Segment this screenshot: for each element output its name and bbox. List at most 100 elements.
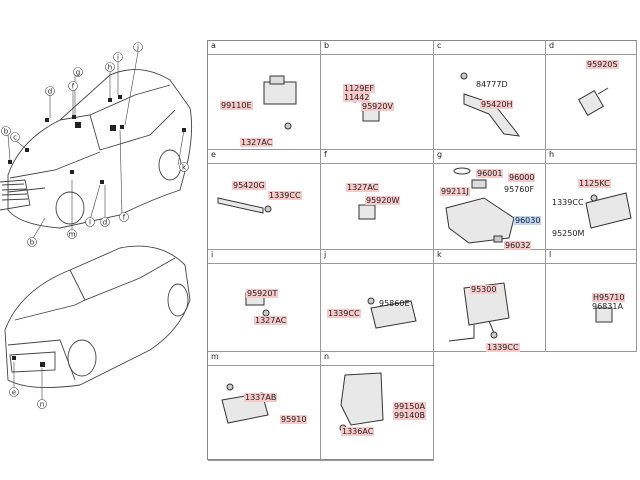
- cell-letter: a: [211, 41, 216, 50]
- cell-h: h 1125KC 1339CC 95250M: [546, 150, 637, 250]
- part-number-label: 95920S: [586, 60, 619, 69]
- part-drawing-h: [585, 192, 632, 229]
- svg-text:h: h: [108, 64, 112, 72]
- cell-letter: l: [549, 250, 552, 259]
- part-number-label: 96831A: [592, 302, 623, 311]
- svg-text:l: l: [89, 219, 91, 227]
- cell-letter: d: [549, 41, 555, 50]
- part-number-label: 95420G: [232, 181, 266, 190]
- svg-text:b: b: [4, 128, 9, 136]
- empty-area: [434, 352, 638, 461]
- svg-text:m: m: [69, 231, 76, 239]
- cell-header: i: [208, 250, 320, 264]
- svg-text:f: f: [72, 83, 75, 91]
- part-number-label: H95710: [592, 293, 626, 302]
- part-drawing-d: [578, 87, 609, 116]
- part-number-label: 95920T: [246, 289, 279, 298]
- part-number-label: 1125KC: [578, 179, 611, 188]
- cell-header: b: [321, 41, 433, 55]
- cell-k: k 95300 1339CC: [434, 250, 546, 352]
- vehicle-illustration: i j h g f d b c k b m l d f e n: [0, 42, 193, 409]
- cell-i: i 95920T 1327AC: [208, 250, 321, 352]
- cell-d: d 95920S: [546, 41, 637, 150]
- part-number-label: 95920W: [365, 196, 401, 205]
- part-drawing-k: [448, 282, 510, 342]
- part-number-label: 99211J: [440, 187, 470, 196]
- cell-f: f 1327AC 95920W: [321, 150, 434, 250]
- cell-header: a: [208, 41, 320, 55]
- svg-text:d: d: [48, 88, 52, 96]
- svg-text:n: n: [40, 401, 44, 409]
- part-number-label: 95300: [470, 285, 498, 294]
- cell-letter: g: [437, 150, 443, 159]
- part-drawing-m: [221, 383, 269, 424]
- cell-header: m: [208, 352, 320, 366]
- part-number-label: 95760F: [504, 185, 535, 194]
- part-drawing-i: [245, 292, 270, 317]
- cell-header: e: [208, 150, 320, 164]
- part-number-label: 96000: [508, 173, 536, 182]
- svg-text:e: e: [12, 389, 16, 397]
- cell-letter: j: [324, 250, 327, 259]
- part-number-label: 1337AB: [244, 393, 278, 402]
- cell-header: d: [546, 41, 636, 55]
- svg-text:j: j: [136, 44, 139, 52]
- cell-header: h: [546, 150, 636, 164]
- part-number-label: 1327AC: [346, 183, 380, 192]
- cell-letter: i: [211, 250, 214, 259]
- cell-header: g: [434, 150, 545, 164]
- part-number-label: 1327AC: [254, 316, 288, 325]
- part-number-label: 1339CC: [552, 198, 584, 207]
- cell-header: k: [434, 250, 545, 264]
- cell-m: m 1337AB 95910: [208, 352, 321, 461]
- cell-letter: m: [211, 352, 219, 361]
- part-drawing-f: [347, 184, 376, 220]
- cell-header: l: [546, 250, 636, 264]
- part-number-label: 1339CC: [327, 309, 361, 318]
- part-number-label: 96001: [476, 169, 504, 178]
- cell-header: j: [321, 250, 433, 264]
- svg-text:c: c: [13, 134, 17, 142]
- part-drawing-j: [367, 297, 417, 329]
- cell-letter: n: [324, 352, 330, 361]
- part-number-label: 95420H: [480, 100, 514, 109]
- part-number-label: 1339CC: [486, 343, 520, 352]
- part-number-label: 95920V: [361, 102, 394, 111]
- part-number-label: 96032: [504, 241, 532, 250]
- callout-i: i: [117, 54, 119, 62]
- cell-letter: h: [549, 150, 555, 159]
- part-drawing-g: [445, 167, 515, 244]
- part-number-label: 1129EF: [343, 84, 376, 93]
- part-number-label: 84777D: [476, 80, 508, 89]
- part-number-label: 99140B: [393, 411, 426, 420]
- part-number-label: 11442: [343, 93, 371, 102]
- part-drawing-l: [595, 307, 613, 323]
- cell-c: c 84777D 95420H: [434, 41, 546, 150]
- svg-text:d: d: [103, 219, 107, 227]
- part-drawing-a: [263, 75, 297, 130]
- cell-letter: e: [211, 150, 216, 159]
- svg-text:k: k: [182, 164, 187, 172]
- part-number-label: 1327AC: [240, 138, 274, 147]
- cell-a: a 99110E 1327AC: [208, 41, 321, 150]
- cell-letter: b: [324, 41, 330, 50]
- part-number-label: 95250M: [552, 229, 585, 238]
- svg-text:g: g: [76, 69, 80, 77]
- cell-header: n: [321, 352, 433, 366]
- part-number-label: 1336AC: [341, 427, 375, 436]
- part-drawing-e: [217, 197, 272, 214]
- cell-letter: k: [437, 250, 442, 259]
- cell-header: f: [321, 150, 433, 164]
- part-number-label: 95910: [280, 415, 308, 424]
- cell-letter: c: [437, 41, 442, 50]
- part-number-label: 99110E: [220, 101, 253, 110]
- svg-text:f: f: [123, 214, 126, 222]
- part-number-label: 1339CC: [268, 191, 302, 200]
- cell-header: c: [434, 41, 545, 55]
